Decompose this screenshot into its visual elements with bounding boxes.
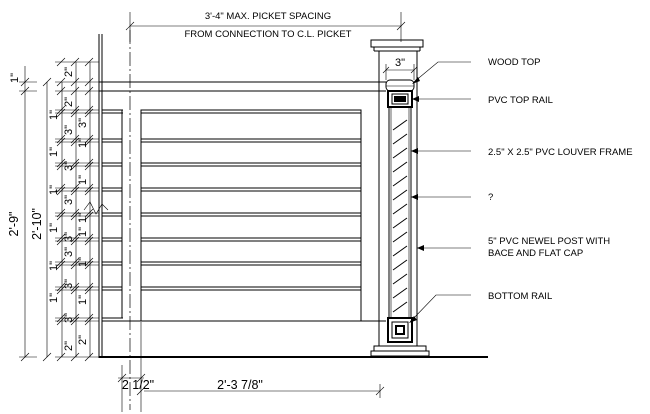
callout-bottom-rail: BOTTOM RAIL: [488, 291, 552, 302]
dim-col-c-7: 2": [77, 335, 89, 345]
hatch-stroke: [392, 133, 408, 145]
pvc-top-rail-section: [387, 90, 413, 108]
dim-col-c-3: 1": [77, 213, 89, 223]
dim-col-a-1: 1": [48, 147, 60, 157]
dim-col-a-2: 1": [48, 185, 60, 195]
left-dimension-strings: 2'-9" 1" 2'-10": [7, 62, 109, 362]
dim-top-1in: 1": [9, 73, 21, 83]
dim-col-b-2: 3": [63, 125, 75, 135]
dim-col-b-4: 3": [63, 195, 75, 205]
wall-connection: [98, 34, 103, 358]
post-louver-frame: [388, 107, 412, 318]
dim-col-c-2: 1": [77, 175, 89, 185]
post-width-label: 3": [395, 57, 405, 69]
dim-col-b-1: 2": [63, 97, 75, 107]
louver-slats: [102, 138, 361, 291]
hatch-stroke: [392, 217, 408, 229]
dim-col-a-0: 1": [48, 110, 60, 120]
left-dimension-ticks: [55, 57, 99, 362]
top-dimension: 3'-4" MAX. PICKET SPACING FROM CONNECTIO…: [125, 11, 406, 42]
hatch-stroke: [392, 119, 408, 131]
dim-col-c-5: 1": [77, 257, 89, 267]
dim-col-c-4: 1": [77, 227, 89, 237]
dim-col-c-6: 1": [77, 295, 89, 305]
callout-louver-frame: 2.5" X 2.5" PVC LOUVER FRAME: [488, 147, 633, 158]
hatch-stroke: [392, 231, 408, 243]
callout-newel-post-line1: 5" PVC NEWEL POST WITH: [488, 236, 610, 247]
dim-col-b-7: 3": [63, 279, 75, 289]
top-rail: [99, 81, 386, 92]
dim-col-c-0: 3": [77, 118, 89, 128]
hatch-stroke: [392, 203, 408, 215]
bottom-dimensions: 2 1/2" 2'-3 7/8": [117, 322, 385, 412]
louver-frame-hatch: [392, 119, 408, 313]
dim-overall-inner: 2'-10": [30, 208, 44, 240]
dim-overall-outer: 2'-9": [7, 212, 21, 237]
dim-col-b-8: 3": [63, 313, 75, 323]
callout-unknown: ?: [488, 192, 493, 203]
dim-col-b-9: 2": [63, 341, 75, 351]
dim-col-c-1: 1": [77, 138, 89, 148]
newel-post: [370, 39, 430, 357]
dim-left-gap: 2 1/2": [122, 378, 154, 392]
top-dimension-line1: 3'-4" MAX. PICKET SPACING: [205, 11, 331, 22]
dim-col-a-3: 1": [48, 223, 60, 233]
hatch-stroke: [392, 301, 408, 313]
post-width-dimension: 3": [382, 57, 418, 80]
hatch-stroke: [392, 189, 408, 201]
bottom-rail-section: [387, 317, 413, 343]
dim-col-c: 3" 1" 1" 1" 1" 1" 1" 2": [77, 118, 89, 345]
callout-pvc-top-rail: PVC TOP RAIL: [488, 95, 553, 106]
hatch-stroke: [392, 147, 408, 159]
hatch-stroke: [392, 259, 408, 271]
dim-col-a: 1" 1" 1" 1" 1" 1": [48, 110, 60, 303]
hatch-stroke: [392, 175, 408, 187]
dim-col-b-0: 2": [63, 67, 75, 77]
callouts: WOOD TOP PVC TOP RAIL 2.5" X 2.5" PVC LO…: [409, 57, 633, 323]
wood-top: [385, 79, 415, 92]
dim-col-b-6: 3": [63, 247, 75, 257]
hatch-stroke: [392, 273, 408, 285]
dim-col-b-3: 3": [63, 161, 75, 171]
top-dimension-line2: FROM CONNECTION TO C.L. PICKET: [185, 29, 352, 40]
hatch-stroke: [392, 245, 408, 257]
hatch-stroke: [392, 161, 408, 173]
dim-panel-width: 2'-3 7/8": [217, 378, 263, 392]
callout-wood-top: WOOD TOP: [488, 57, 540, 68]
dim-col-b-5: 3": [63, 232, 75, 242]
hatch-stroke: [392, 287, 408, 299]
dim-col-a-5: 1": [48, 293, 60, 303]
dim-col-a-4: 1": [48, 261, 60, 271]
callout-newel-post-line2: BACE AND FLAT CAP: [488, 248, 583, 259]
dim-col-b: 2" 2" 3" 3" 3" 3" 3" 3" 3" 2": [63, 67, 75, 351]
